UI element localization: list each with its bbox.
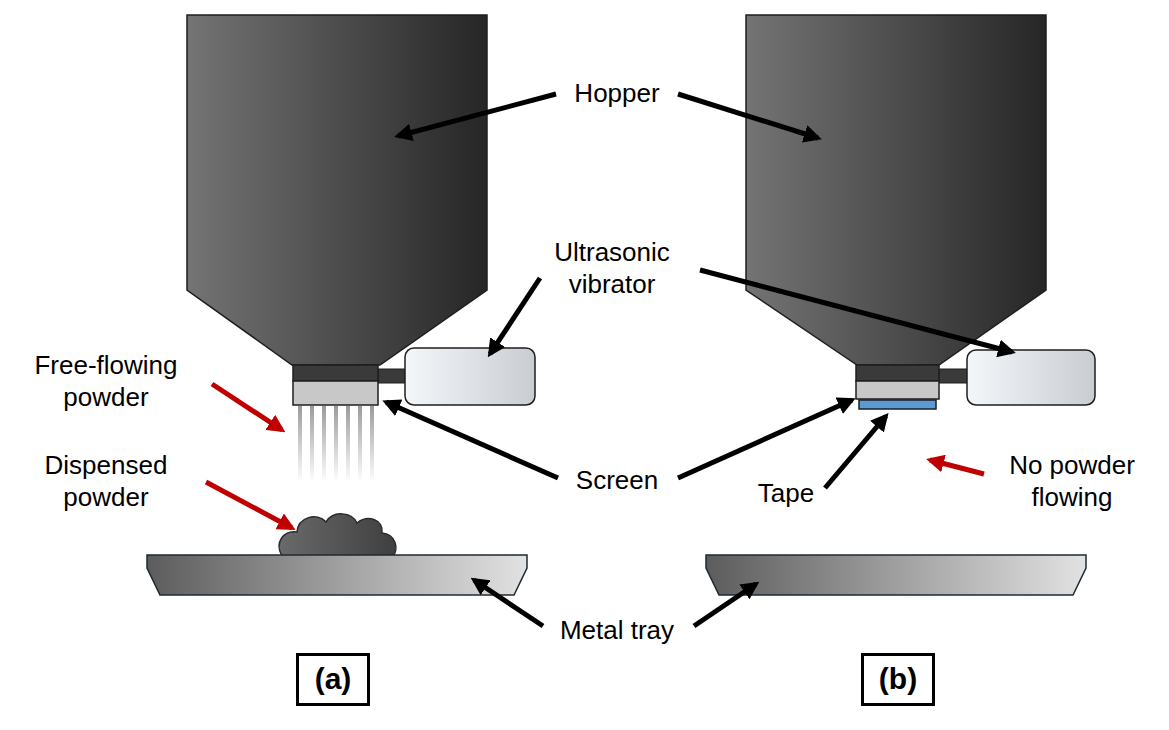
dispensed-powder <box>279 514 396 556</box>
tape <box>859 400 936 409</box>
leader-arrow <box>398 94 556 136</box>
powder-streams <box>300 406 372 482</box>
panel-tag: (b) <box>861 653 935 706</box>
metal-tray <box>147 555 527 595</box>
hopper-neck <box>856 365 939 381</box>
ultrasonic-vibrator <box>967 350 1095 405</box>
part-label: Dispensed powder <box>19 449 194 514</box>
callout-arrow <box>212 384 282 430</box>
hopper <box>746 15 1046 365</box>
leader-arrow <box>678 400 852 478</box>
vibrator-rod <box>937 369 969 383</box>
part-label: No powder flowing <box>990 449 1155 514</box>
vibrator-rod <box>378 369 408 383</box>
hopper <box>187 15 487 365</box>
part-label: Screen <box>576 464 658 497</box>
powder-stream <box>322 406 326 482</box>
part-label: Free-flowing powder <box>19 349 194 414</box>
leader-arrow <box>700 270 1012 352</box>
leader-arrow <box>386 402 558 478</box>
screen <box>293 381 378 405</box>
screen <box>856 381 939 399</box>
powder-stream <box>298 406 302 482</box>
powder-stream <box>370 406 374 482</box>
part-label: Tape <box>758 477 814 510</box>
panel-letter: (b) <box>879 662 917 696</box>
callout-arrow <box>206 482 292 528</box>
powder-stream <box>358 406 362 482</box>
metal-tray <box>706 555 1086 595</box>
panel-tag: (a) <box>296 653 370 706</box>
leader-arrow <box>474 580 543 626</box>
part-label: Hopper <box>574 77 659 110</box>
powder-stream <box>346 406 350 482</box>
leader-arrow <box>490 278 540 354</box>
callout-arrow <box>930 460 984 474</box>
part-label: Metal tray <box>560 614 674 647</box>
leader-arrow <box>678 94 818 138</box>
ultrasonic-vibrator <box>405 348 535 405</box>
leader-arrow <box>694 584 756 626</box>
powder-stream <box>310 406 314 482</box>
powder-stream <box>334 406 338 482</box>
leader-arrow <box>825 416 886 488</box>
panel-letter: (a) <box>315 662 352 696</box>
hopper-neck <box>293 365 378 381</box>
part-label: Ultrasonic vibrator <box>537 236 687 301</box>
